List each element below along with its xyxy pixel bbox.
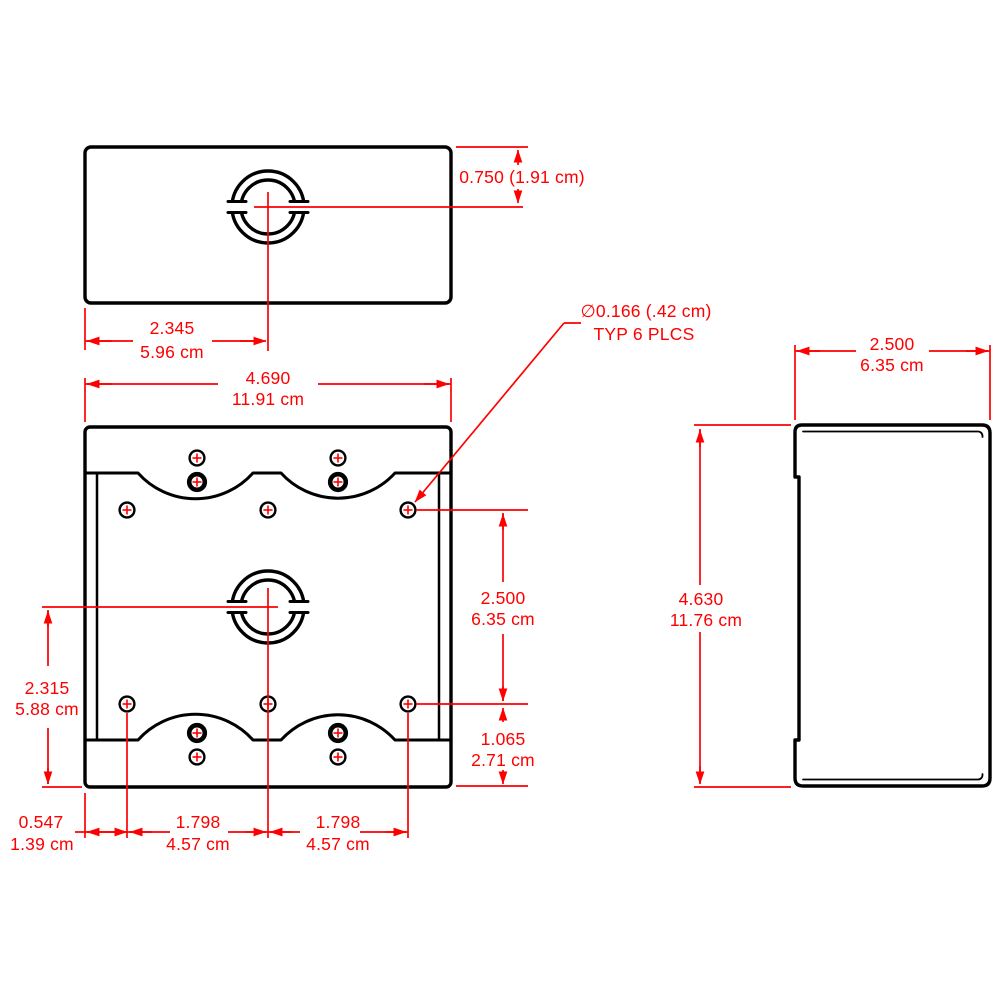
screw-hole (186, 471, 208, 493)
dim-width: 4.690 11.91 cm (84, 368, 452, 422)
dim-label: 6.35 cm (860, 355, 924, 375)
top-flange-edge (83, 471, 453, 501)
dim-label: 1.065 (481, 729, 526, 749)
bottom-flange-edge (83, 712, 453, 742)
dim-label: 2.500 (481, 588, 526, 608)
screw-hole (188, 748, 206, 766)
hole-callout: ∅0.166 (.42 cm) TYP 6 PLCS (414, 301, 711, 503)
dim-label: 11.91 cm (232, 389, 304, 409)
mounting-hole (118, 501, 136, 519)
dim-label: 0.750 (1.91 cm) (459, 167, 585, 187)
dim-depth: 2.500 6.35 cm (794, 334, 991, 420)
dim-label: 1.39 cm (10, 834, 74, 854)
screw-hole (329, 748, 347, 766)
callout-label: TYP 6 PLCS (594, 324, 695, 344)
dim-label: 2.315 (25, 678, 70, 698)
dim-knockout-offset: 0.750 (1.91 cm) (456, 146, 585, 204)
dim-label: 4.630 (679, 589, 724, 609)
leader-line (414, 322, 565, 503)
mounting-hole (399, 501, 417, 519)
dim-height: 4.630 11.76 cm (670, 424, 791, 788)
dim-label: 4.57 cm (166, 834, 230, 854)
screw-hole (327, 722, 349, 744)
dim-label: 2.71 cm (471, 750, 535, 770)
dim-hole-to-bottom: 1.065 2.71 cm (471, 707, 535, 785)
dim-center-from-left: 2.345 5.96 cm (84, 308, 267, 362)
screw-hole (186, 722, 208, 744)
side-view: 2.500 6.35 cm 4.630 11.76 cm (670, 334, 992, 788)
dim-label: 4.57 cm (306, 834, 370, 854)
dim-label: 1.798 (316, 812, 361, 832)
mounting-hole (399, 695, 417, 713)
dim-label: 2.345 (150, 318, 195, 338)
screw-hole (329, 449, 347, 467)
dim-label: 2.500 (870, 334, 915, 354)
dim-label: 5.96 cm (140, 342, 204, 362)
screw-holes (118, 449, 417, 766)
side-inner-edge-top (802, 430, 984, 438)
dim-label: 4.690 (246, 368, 291, 388)
side-inner-edge-bottom (802, 773, 984, 781)
mounting-hole (259, 501, 277, 519)
side-view-outline (793, 423, 992, 788)
dim-hole-rows: 2.500 6.35 cm (471, 513, 535, 702)
dim-knockout-to-bottom: 2.315 5.88 cm (15, 610, 79, 785)
callout-label: ∅0.166 (.42 cm) (580, 301, 711, 321)
dim-label: 1.798 (176, 812, 221, 832)
screw-hole (327, 471, 349, 493)
mounting-hole (118, 695, 136, 713)
dim-label: 5.88 cm (15, 699, 79, 719)
dim-bottom-chain: 0.547 1.39 cm 1.798 4.57 cm 1.798 4.57 c… (10, 812, 408, 854)
dim-label: 6.35 cm (471, 609, 535, 629)
dim-label: 0.547 (19, 812, 64, 832)
front-view: 4.690 11.91 cm 2.500 6.35 cm 1.065 2.71 … (10, 301, 711, 854)
top-view: 0.750 (1.91 cm) 2.345 5.96 cm (83, 145, 585, 362)
screw-hole (188, 449, 206, 467)
dim-label: 11.76 cm (670, 610, 742, 630)
